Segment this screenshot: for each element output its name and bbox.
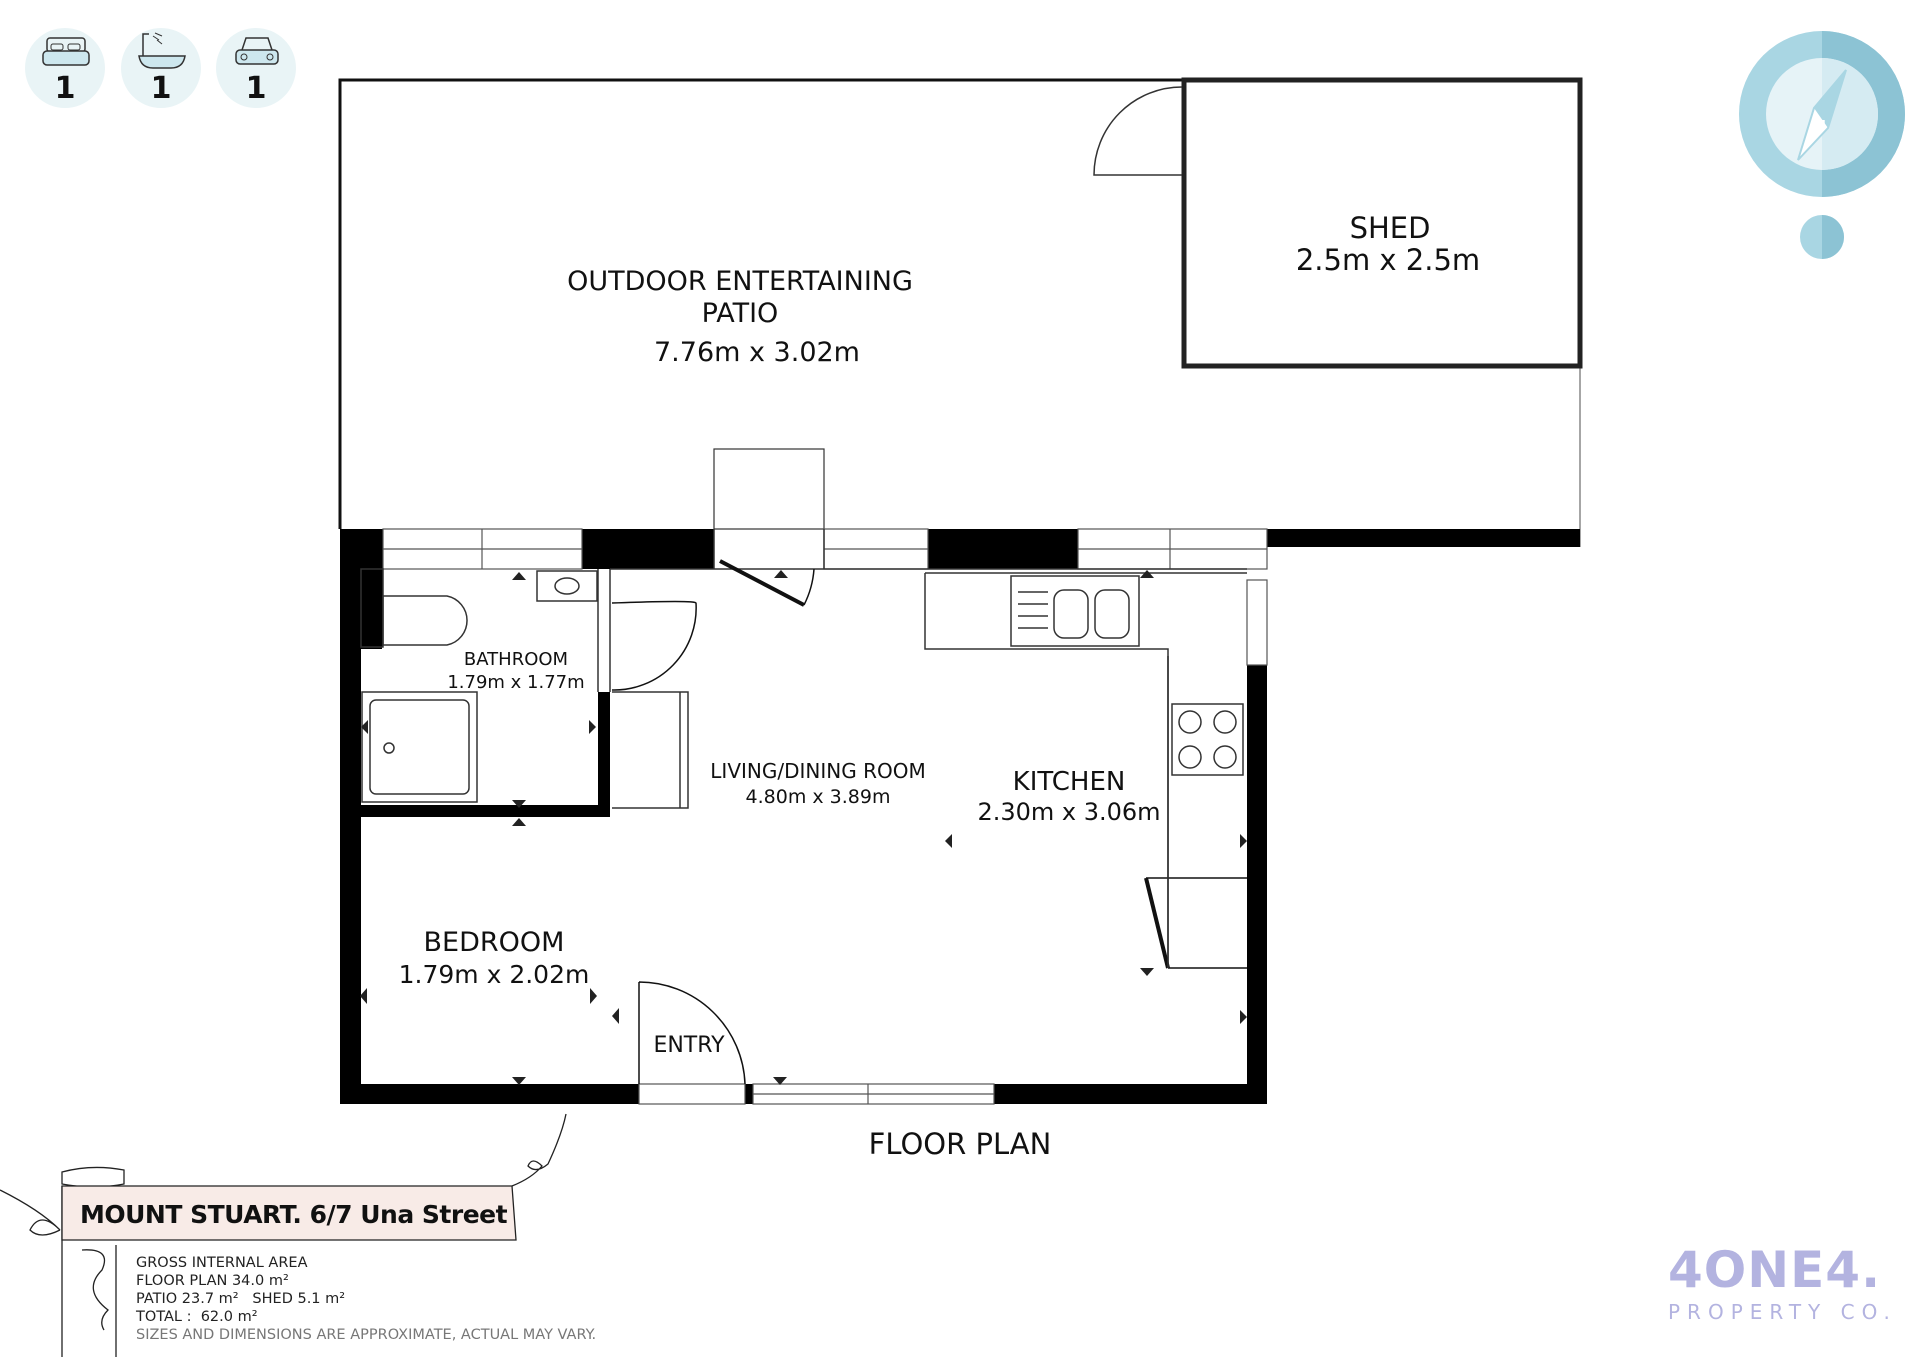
walls (340, 529, 1580, 1104)
parking-count: 1 (245, 71, 267, 106)
bedroom-label: BEDROOM (424, 927, 565, 958)
compass-north-label: N (1815, 119, 1826, 134)
bedroom-count: 1 (54, 71, 76, 106)
shed-walls (1181, 77, 1583, 369)
kitchen-size: 2.30m x 3.06m (977, 798, 1160, 826)
interior-lines (597, 529, 1247, 692)
logo-sub: PROPERTY CO. (1668, 1300, 1897, 1324)
windows (382, 528, 1268, 1105)
area-summary: GROSS INTERNAL AREA FLOOR PLAN 34.0 m² P… (136, 1254, 596, 1344)
bathroom-label: BATHROOM (464, 649, 568, 670)
bathroom-count: 1 (150, 71, 172, 106)
bed-icon (42, 37, 90, 66)
total-area: TOTAL : 62.0 m² (136, 1309, 258, 1325)
living-size: 4.80m x 3.89m (746, 786, 891, 808)
shed-door (1093, 86, 1183, 176)
patio-shed-area: PATIO 23.7 m² SHED 5.1 m² (136, 1291, 346, 1307)
patio-size: 7.76m x 3.02m (654, 337, 860, 368)
parking-badge: 1 (216, 28, 296, 108)
bathroom-size: 1.79m x 1.77m (447, 672, 584, 693)
sink (1010, 575, 1140, 647)
patio-label-2: PATIO (702, 298, 779, 329)
address-title: MOUNT STUART. 6/7 Una Street (80, 1200, 508, 1229)
bath-icon (138, 32, 186, 69)
living-label: LIVING/DINING ROOM (710, 759, 925, 783)
shed-label: SHED (1350, 211, 1431, 245)
shed-size: 2.5m x 2.5m (1296, 243, 1480, 277)
dimension-markers (360, 570, 1247, 1085)
bathroom-fixtures (360, 568, 689, 809)
bathrooms-badge: 1 (121, 28, 201, 108)
bedrooms-badge: 1 (25, 28, 105, 108)
company-logo: 4ONE4. PROPERTY CO. (1668, 1244, 1897, 1324)
disclaimer: SIZES AND DIMENSIONS ARE APPROXIMATE, AC… (136, 1327, 597, 1343)
floor-area: FLOOR PLAN 34.0 m² (136, 1273, 289, 1289)
kitchen-label: KITCHEN (1013, 767, 1126, 797)
cooktop (1171, 703, 1244, 776)
patio-label: OUTDOOR ENTERTAINING (567, 266, 913, 297)
kitchen-bench (924, 572, 1247, 968)
car-icon (235, 37, 279, 65)
plan-title: FLOOR PLAN (869, 1127, 1052, 1161)
entry-label: ENTRY (653, 1033, 725, 1058)
area-heading: GROSS INTERNAL AREA (136, 1255, 308, 1271)
address-sign (0, 1113, 567, 1357)
logo-main: 4ONE4. (1668, 1241, 1882, 1299)
step (713, 448, 825, 530)
patio-outline (338, 78, 1581, 547)
bedroom-size: 1.79m x 2.02m (399, 960, 590, 989)
compass-icon: N (1739, 31, 1905, 259)
